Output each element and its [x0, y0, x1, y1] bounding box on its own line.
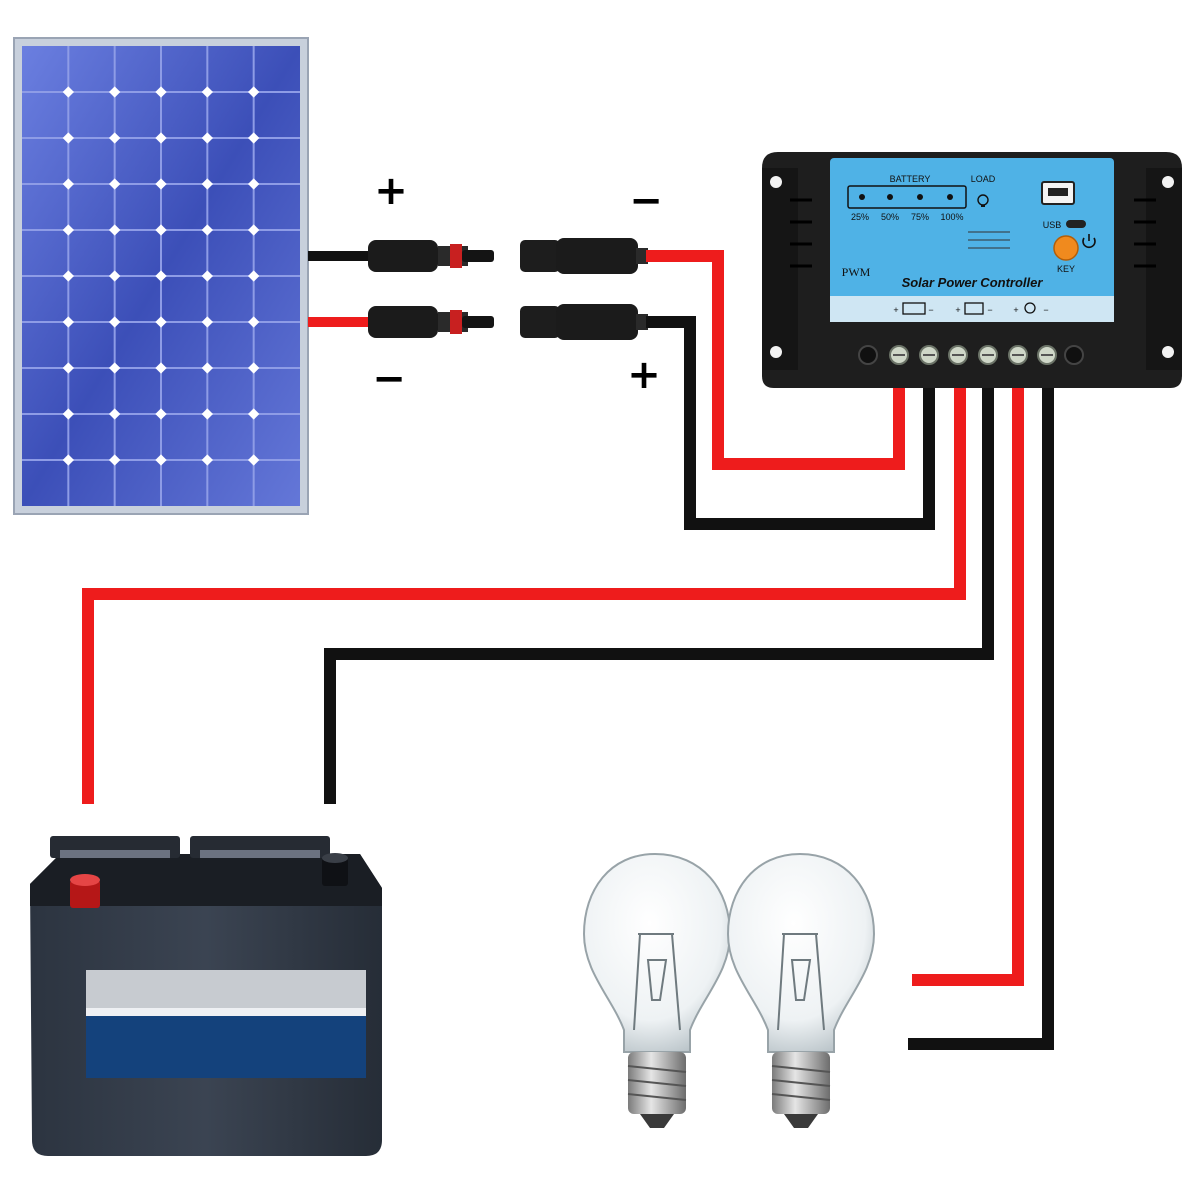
terminal-screw — [1008, 345, 1028, 365]
mc4-connector-left-bottom — [368, 306, 494, 338]
cell-corner-dot — [201, 454, 213, 466]
cell-corner-dot — [155, 178, 167, 190]
cell-corner-dot — [201, 224, 213, 236]
key-label: KEY — [1057, 264, 1075, 274]
terminal-solar-plus: + — [893, 305, 898, 315]
level-100: 100% — [940, 212, 963, 222]
mc4-connector-right-bottom — [520, 304, 648, 340]
light-bulb-right — [726, 852, 876, 1128]
cell-corner-dot — [201, 178, 213, 190]
battery-negative-wire — [324, 386, 994, 804]
cell-corner-dot — [201, 362, 213, 374]
cell-corner-dot — [201, 270, 213, 282]
controller-title: Solar Power Controller — [902, 275, 1044, 290]
solar-charge-controller: BATTERY LOAD 25% 50% 75% 100% USB KEY PW… — [762, 152, 1182, 388]
cell-corner-dot — [155, 132, 167, 144]
key-button[interactable] — [1053, 235, 1079, 261]
battery-level-indicator — [847, 185, 967, 209]
level-25: 25% — [851, 212, 869, 222]
cell-corner-dot — [248, 270, 260, 282]
cell-corner-dot — [155, 454, 167, 466]
cell-corner-dot — [155, 316, 167, 328]
terminal-block — [858, 345, 1084, 365]
cell-corner-dot — [248, 408, 260, 420]
terminal-load-minus: − — [1043, 305, 1048, 315]
terminal-screw — [948, 345, 968, 365]
wiring — [82, 250, 1054, 1050]
terminal-screw — [889, 345, 909, 365]
battery-label-band — [86, 970, 366, 1014]
panel-positive-wire — [646, 250, 905, 470]
cell-corner-dot — [201, 316, 213, 328]
battery-icon — [964, 302, 984, 315]
mc4-connector-right-top — [520, 238, 648, 274]
terminal-battery-minus: − — [987, 305, 992, 315]
cell-corner-dot — [248, 454, 260, 466]
terminal-screw — [1037, 345, 1057, 365]
cell-corner-dot — [201, 408, 213, 420]
connector-minus-label: − — [629, 178, 663, 224]
load-bulb-icon — [977, 194, 989, 207]
load-label: LOAD — [971, 174, 996, 184]
terminal-battery-plus: + — [955, 305, 960, 315]
cell-corner-dot — [248, 132, 260, 144]
level-75: 75% — [911, 212, 929, 222]
panel-plus-label: + — [374, 168, 408, 214]
mc4-connector-left-top — [368, 240, 494, 272]
cell-corner-dot — [248, 316, 260, 328]
usb-label: USB — [1043, 220, 1062, 230]
panel-negative-wire — [646, 316, 935, 530]
solar-icon — [902, 302, 926, 315]
cell-corner-dot — [155, 270, 167, 282]
cell-corner-dot — [248, 224, 260, 236]
terminal-load-plus: + — [1013, 305, 1018, 315]
panel-wires: + − − + — [308, 168, 663, 402]
cell-corner-dot — [248, 362, 260, 374]
cell-corner-dot — [155, 362, 167, 374]
battery-label: BATTERY — [890, 174, 931, 184]
battery — [30, 836, 382, 1156]
connector-plus-label: + — [627, 352, 661, 398]
load-mode-legend — [968, 231, 1010, 249]
light-bulb-left — [582, 852, 732, 1128]
pwm-label: PWM — [842, 265, 871, 279]
battery-negative-terminal — [322, 853, 348, 886]
level-50: 50% — [881, 212, 899, 222]
cell-corner-dot — [155, 408, 167, 420]
terminal-screw — [978, 345, 998, 365]
panel-minus-label: − — [372, 356, 406, 402]
cell-corner-dot — [155, 224, 167, 236]
load-negative-wire — [908, 386, 1054, 1050]
terminal-screw — [919, 345, 939, 365]
load-positive-wire — [912, 386, 1024, 986]
solar-panel — [13, 37, 309, 515]
terminal-legend: + − + − + − — [893, 302, 1049, 315]
load-icon — [1024, 302, 1036, 314]
power-icon — [1082, 234, 1096, 249]
cell-corner-dot — [248, 178, 260, 190]
battery-positive-terminal — [70, 874, 100, 908]
battery-positive-wire — [82, 386, 966, 804]
cell-corner-dot — [201, 132, 213, 144]
terminal-solar-minus: − — [928, 305, 933, 315]
